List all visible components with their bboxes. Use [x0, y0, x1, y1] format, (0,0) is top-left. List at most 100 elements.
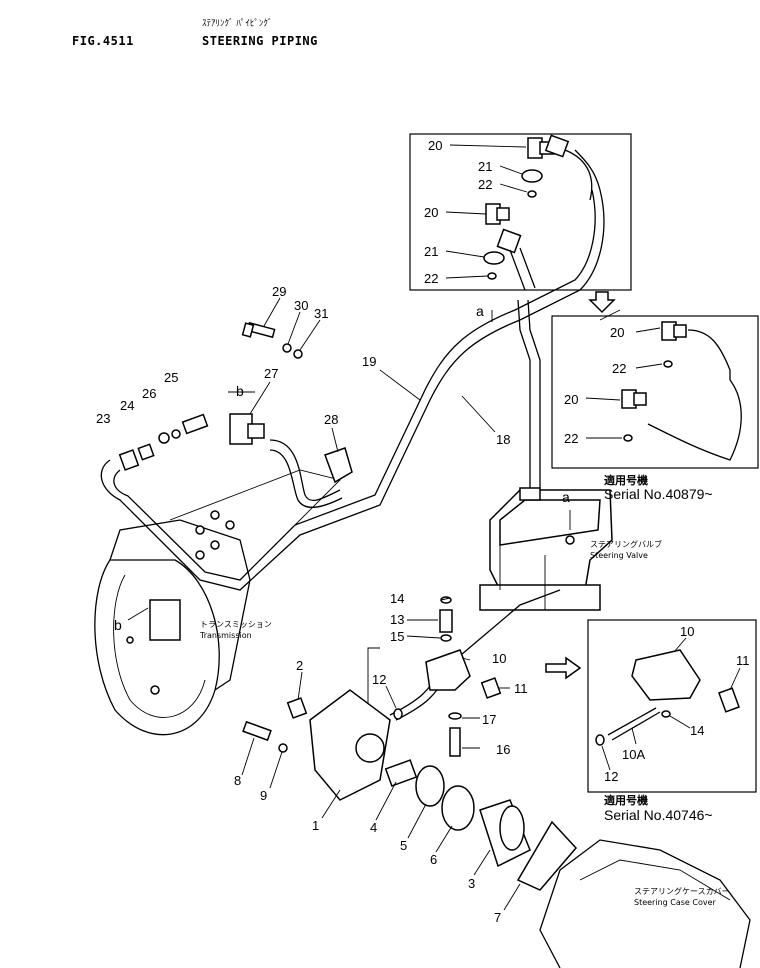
tube-to-valve: [517, 299, 531, 488]
valve-block-10: [425, 649, 471, 691]
callout-21-a: 21: [478, 159, 492, 174]
o-ring-22-inset2-upper: [663, 360, 673, 368]
callout-22-b: 22: [424, 271, 438, 286]
note-steering-valve: Steering Valve: [590, 551, 648, 560]
inset2-hose-2: [647, 379, 742, 461]
valve-block-10-inset3: [631, 649, 701, 701]
callout-18: 18: [496, 432, 510, 447]
fitting-11-inset3: [718, 687, 740, 713]
elbow-20-inset2-lower: [621, 389, 647, 409]
inset2-callout-22-a: 22: [612, 361, 626, 376]
filter-3: [479, 799, 531, 868]
inset3-callout-12: 12: [604, 769, 618, 784]
callout-9: 9: [260, 788, 267, 803]
transmission-housing: [94, 469, 341, 736]
bolt-8: [242, 720, 272, 742]
nut-21-upper: [521, 169, 543, 183]
inset-lower-serial: Serial No.40746~: [604, 807, 713, 823]
hose-end-upper: [496, 134, 570, 254]
note-steering-valve-jp: ステアリングバルブ: [590, 539, 662, 549]
o-ring-22-inset2-lower: [623, 434, 633, 442]
inset3-callout-14: 14: [690, 723, 704, 738]
clamp-28: [324, 447, 353, 484]
inset-hose-3: [519, 247, 536, 289]
o-ring-15: [440, 634, 452, 642]
inset-lower-applicable-jp: 適用号機: [604, 793, 648, 807]
o-ring-12-inset3: [595, 734, 605, 746]
figure-title: STEERING PIPING: [202, 34, 318, 48]
callout-17: 17: [482, 712, 496, 727]
elbow-20-inset2-upper: [661, 321, 687, 341]
inset3-callout-11: 11: [736, 653, 750, 668]
ref-arrow-b-lower: [127, 607, 149, 621]
callout-10: 10: [492, 651, 506, 666]
note-case-cover: Steering Case Cover: [634, 898, 717, 907]
figure-title-japanese: ｽﾃｱﾘﾝｸﾞ ﾊﾟｲﾋﾟﾝｸﾞ: [202, 19, 273, 29]
ref-letter-b-upper: b: [236, 383, 244, 399]
o-ring-22-lower: [487, 272, 497, 280]
callout-20-a: 20: [428, 138, 442, 153]
gasket-7: [516, 820, 578, 891]
inset-upper-serial: Serial No.40879~: [604, 486, 713, 502]
callout-20-b: 20: [424, 205, 438, 220]
nut-21-lower: [483, 251, 505, 265]
o-ring-26: [158, 429, 181, 444]
hose-18: [113, 189, 596, 581]
inset2-callout-20-b: 20: [564, 392, 578, 407]
tube-10a-inset3: [607, 707, 661, 741]
inset-hose-2: [509, 249, 526, 291]
detail-box-upper: [409, 133, 632, 291]
o-ring-22-upper: [527, 190, 537, 198]
tube-27-inner: [269, 449, 343, 508]
washer-30: [282, 343, 292, 353]
callout-28: 28: [324, 412, 338, 427]
detail-box-serial-40879: [551, 315, 759, 469]
note-transmission-jp: トランスミッション: [200, 620, 272, 629]
callout-8: 8: [234, 773, 241, 788]
note-transmission: Transmission: [199, 631, 252, 640]
tube-to-valve-2: [527, 299, 541, 488]
hose-19: [100, 149, 605, 591]
bolt-16: [449, 727, 461, 757]
callout-29: 29: [272, 284, 286, 299]
detail-box-serial-40746: [587, 619, 757, 793]
inset-upper-applicable-jp: 適用号機: [604, 473, 648, 487]
washer-9: [278, 743, 288, 753]
tube-27: [269, 439, 341, 502]
callout-15: 15: [390, 629, 404, 644]
o-ring-14-inset3: [661, 710, 671, 718]
callout-6: 6: [430, 852, 437, 867]
arrow-to-inset2: [588, 291, 616, 314]
callout-23: 23: [96, 411, 110, 426]
callout-13: 13: [390, 612, 404, 627]
bolt-29: [241, 321, 276, 339]
callout-16: 16: [496, 742, 510, 757]
callout-11: 11: [514, 681, 528, 696]
callout-30: 30: [294, 298, 308, 313]
note-case-cover-jp: ステアリングケースカバー: [634, 886, 730, 896]
clamp-31: [293, 349, 303, 359]
o-ring-17: [448, 712, 462, 720]
callout-22-a: 22: [478, 177, 492, 192]
inset-hose-1: [564, 149, 593, 201]
ref-letter-b-lower: b: [114, 617, 122, 633]
callout-1: 1: [312, 818, 319, 833]
o-ring-12: [393, 708, 403, 720]
callout-31: 31: [314, 306, 328, 321]
inset2-callout-22-b: 22: [564, 431, 578, 446]
callout-27: 27: [264, 366, 278, 381]
callout-14: 14: [390, 591, 404, 606]
arrow-to-inset3: [545, 656, 582, 680]
case-cover: [539, 839, 751, 968]
flange-1: [309, 689, 391, 801]
callout-3: 3: [468, 876, 475, 891]
callout-7: 7: [494, 910, 501, 925]
elbow-20-lower: [485, 203, 510, 225]
steering-valve: [479, 487, 613, 611]
callout-21-b: 21: [424, 244, 438, 259]
ref-letter-a-upper: a: [476, 303, 484, 319]
callout-24: 24: [120, 398, 134, 413]
fitting-23: [118, 449, 140, 471]
bolt-2: [286, 697, 308, 719]
